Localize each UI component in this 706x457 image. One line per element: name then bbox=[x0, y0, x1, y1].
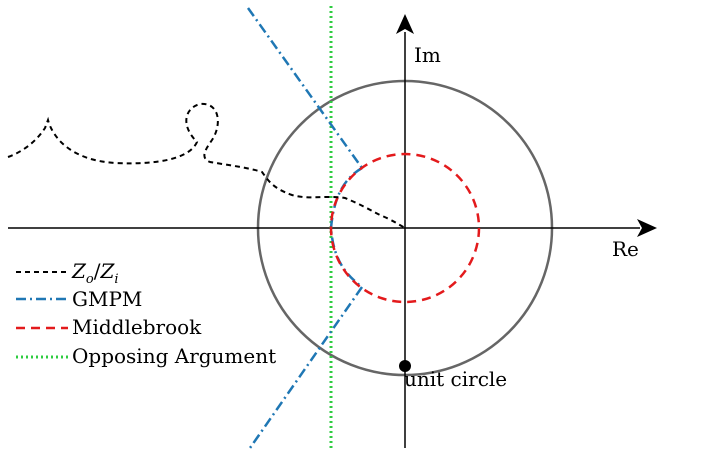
legend-label-gmpm: GMPM bbox=[72, 287, 142, 311]
legend: Zo/Zi GMPM Middlebrook Opposing Argument bbox=[16, 259, 276, 368]
real-axis-label: Re bbox=[612, 237, 639, 261]
real-axis-arrowhead bbox=[637, 219, 657, 237]
unit-circle-label: unit circle bbox=[404, 367, 507, 391]
imag-axis-arrowhead bbox=[396, 14, 414, 34]
unit-circle-point bbox=[399, 360, 411, 372]
imag-axis-label: Im bbox=[414, 43, 441, 67]
middlebrook-circle bbox=[329, 152, 481, 304]
gmpm-boundary-lower bbox=[248, 286, 364, 449]
legend-label-opposing: Opposing Argument bbox=[72, 344, 276, 368]
legend-label-zo-zi: Zo/Zi bbox=[71, 259, 119, 287]
gmpm-boundary bbox=[246, 7, 364, 169]
legend-label-middlebrook: Middlebrook bbox=[72, 315, 202, 339]
zo-zi-nyquist-curve bbox=[7, 102, 406, 229]
